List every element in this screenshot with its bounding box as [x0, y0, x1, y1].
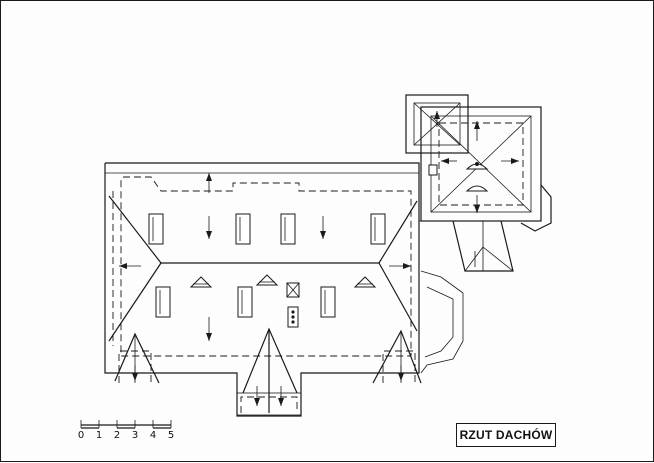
hip-line-nw: [108, 195, 162, 264]
tower-outline: [420, 106, 542, 222]
eyebrow-dormer-3: [353, 276, 377, 288]
tower-apex: [475, 162, 479, 166]
tower-eyebrow-south: [465, 185, 489, 192]
roof-window-6: [237, 286, 253, 318]
eyebrow-dormer-2: [255, 274, 279, 286]
chimney-2-flue-2: [291, 315, 295, 319]
east-terrace-inner: [424, 286, 454, 358]
chimney-1-cross-b: [286, 282, 300, 298]
eyebrow-dormer-1: [189, 276, 213, 288]
chimney-2-flue-3: [291, 320, 295, 324]
hip-line-sw: [108, 262, 162, 342]
tower-wall-dashed: [438, 122, 524, 206]
east-terrace-outline: [420, 270, 464, 374]
scale-tick-2: 2: [113, 430, 121, 441]
east-wing-hip-2: [482, 246, 514, 272]
porch-dashed: [240, 396, 298, 413]
roof-window-2: [235, 213, 251, 245]
tower-east-bay: [520, 184, 552, 232]
tower-hip-2: [430, 115, 532, 213]
hip-line-ne: [378, 200, 418, 264]
scale-bar: [80, 420, 172, 429]
gable-se-dashed: [382, 350, 416, 383]
hip-line-se: [378, 262, 418, 332]
roof-window-1: [148, 213, 164, 245]
main-eave-outline: [104, 162, 420, 417]
turret-inner: [413, 102, 461, 146]
gable-sw-dashed: [118, 350, 152, 383]
slope-arrows-main: [119, 173, 411, 406]
roof-window-5: [155, 286, 171, 318]
roof-window-3: [280, 213, 296, 245]
tower-chimney: [428, 164, 438, 176]
porch-roof: [236, 392, 302, 416]
chimney-2-flue-1: [291, 310, 295, 314]
wall-line-dashed: [120, 176, 412, 357]
east-wing-hip-1: [464, 246, 484, 272]
gable-se: [372, 329, 422, 384]
gable-south: [242, 327, 298, 394]
scale-tick-3: 3: [131, 430, 139, 441]
scale-tick-1: 1: [95, 430, 103, 441]
scale-tick-5: 5: [167, 430, 175, 441]
turret-outline: [405, 94, 469, 154]
scale-tick-4: 4: [149, 430, 157, 441]
slope-arrows-tower: [434, 111, 519, 213]
scale-tick-0: 0: [77, 430, 85, 441]
roof-window-4: [370, 213, 386, 245]
east-wing-roof: [452, 220, 514, 272]
drawing-title: RZUT DACHÓW: [456, 423, 556, 447]
tower-inner: [430, 115, 532, 213]
roof-window-7: [320, 286, 336, 318]
